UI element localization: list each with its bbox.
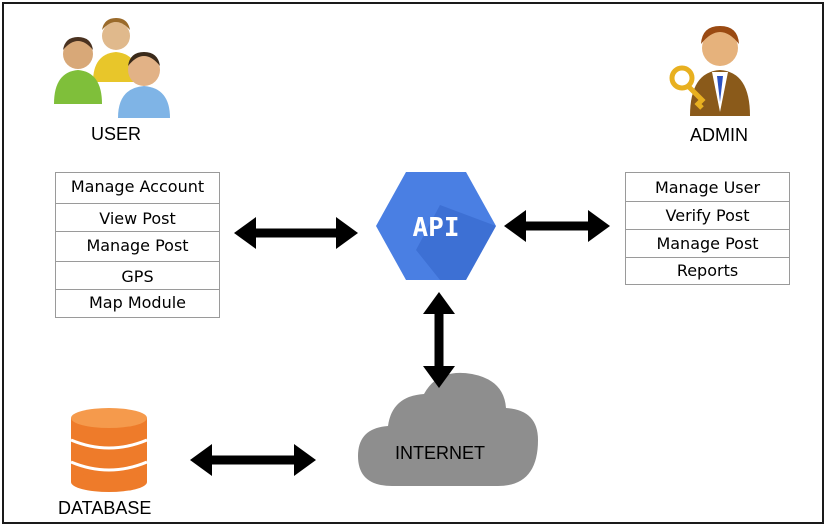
- user-item-gps: GPS: [56, 262, 219, 290]
- user-title: USER: [91, 124, 142, 144]
- api-label: API: [413, 213, 460, 243]
- arrow-database-internet: [190, 444, 316, 476]
- arrow-user-api: [234, 217, 358, 249]
- internet-cloud-icon: INTERNET: [358, 372, 538, 486]
- arrow-api-admin: [504, 210, 610, 242]
- api-icon: API: [376, 172, 496, 280]
- user-item-map-module: Map Module: [88, 293, 187, 312]
- admin-title: ADMIN: [690, 125, 748, 145]
- admin-function-list: Manage User Verify Post Manage Post Repo…: [625, 172, 790, 285]
- database-icon: [70, 408, 148, 492]
- user-item-manage-post: Manage Post: [56, 232, 219, 262]
- user-item-manage-account: Manage Account: [56, 173, 219, 204]
- user-function-list: Manage Account View Post Manage Post GPS…: [55, 172, 220, 318]
- admin-item-manage-post: Manage Post: [626, 230, 789, 258]
- user-item-view-post: View Post: [56, 204, 219, 232]
- admin-item-manage-user: Manage User: [626, 173, 789, 202]
- admin-item-verify-post: Verify Post: [626, 202, 789, 230]
- arrow-api-internet: [423, 292, 455, 388]
- internet-label: INTERNET: [395, 443, 485, 463]
- admin-item-reports: Reports: [676, 261, 739, 280]
- database-title: DATABASE: [58, 498, 152, 518]
